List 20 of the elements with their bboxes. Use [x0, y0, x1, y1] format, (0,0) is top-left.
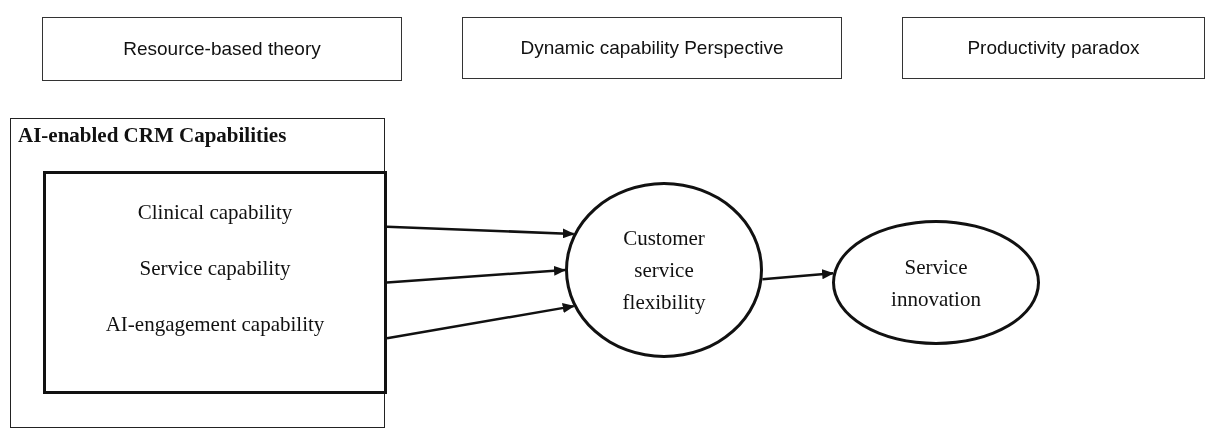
construct-ellipse	[565, 182, 763, 358]
node-label: Dynamic capability Perspective	[519, 37, 785, 59]
node-label: Service innovation	[890, 253, 982, 313]
node-label: Productivity paradox	[966, 37, 1141, 59]
arrow	[762, 269, 835, 281]
capability-label: Clinical capability	[136, 200, 294, 225]
capability-label: AI-engagement capability	[104, 312, 326, 337]
node-label: Customer service flexibility	[621, 225, 707, 316]
node-label: Resource-based theory	[122, 38, 322, 60]
group-box	[10, 118, 385, 428]
capability-label: Service capability	[138, 256, 292, 281]
capability-box	[43, 171, 387, 394]
theory-box	[462, 17, 842, 79]
arrow	[386, 303, 575, 340]
arrow	[386, 265, 566, 284]
theory-box	[902, 17, 1205, 79]
theory-box	[42, 17, 402, 81]
construct-ellipse	[832, 220, 1040, 345]
group-heading: AI-enabled CRM Capabilities	[18, 123, 287, 148]
arrow	[386, 225, 575, 239]
